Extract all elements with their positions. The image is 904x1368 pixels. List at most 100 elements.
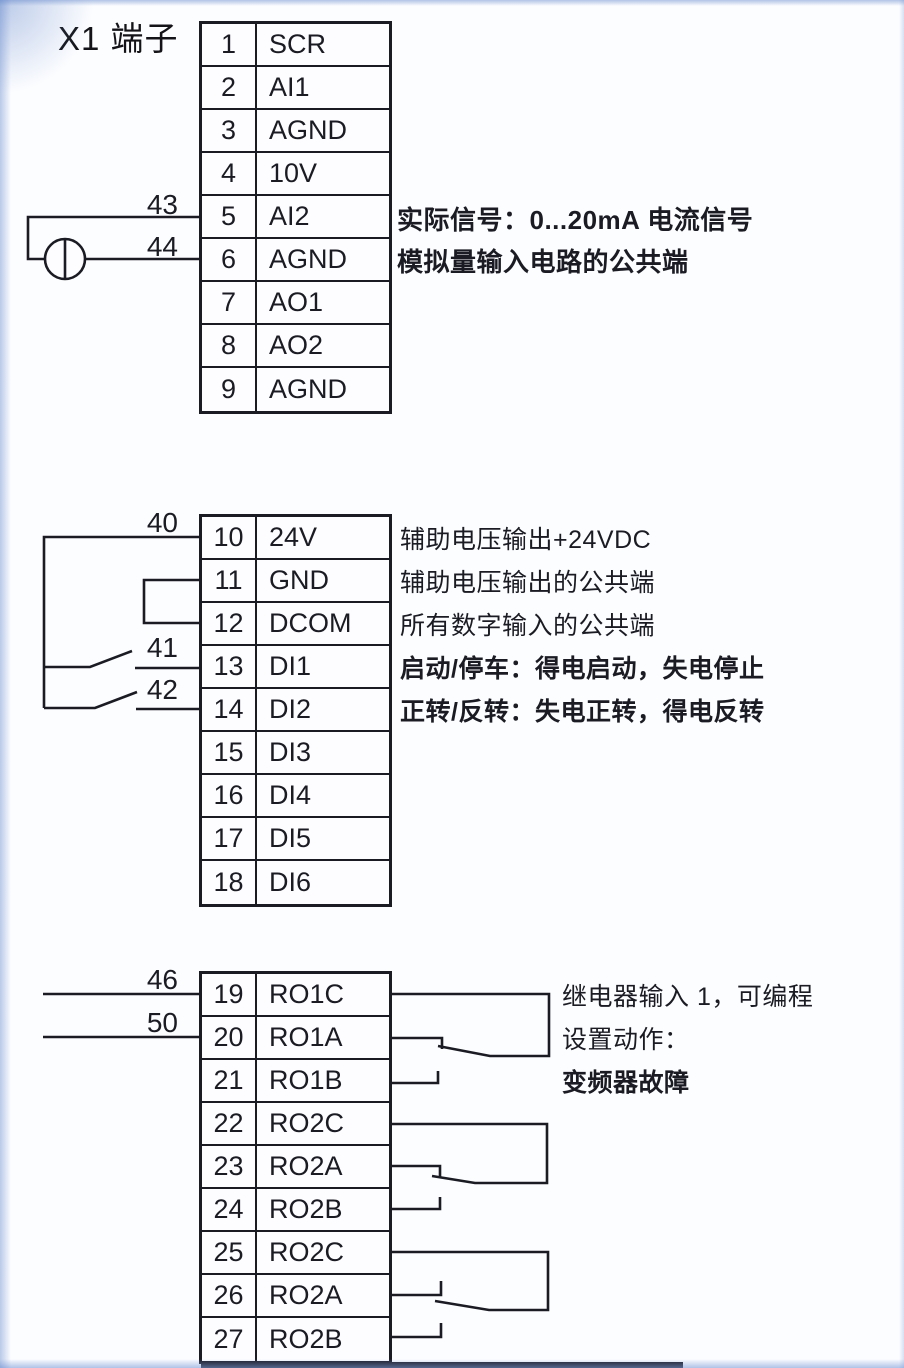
terminal-label: GND [269,565,329,595]
table-row: 20 RO1A [202,1017,389,1060]
terminal-label: 10V [269,158,318,188]
table-row: 9 AGND [202,368,389,411]
relay3-nc-terminal [392,1323,443,1339]
terminal-label: AI1 [269,72,310,102]
terminal-label: RO2A [269,1280,343,1310]
terminal-number: 26 [202,1275,257,1316]
terminal-label: RO2B [269,1194,343,1224]
terminal-number: 10 [202,517,257,558]
table-row: 11 GND [202,560,389,603]
terminal-label: AO2 [269,330,324,360]
terminal-number: 5 [202,196,257,237]
terminal-label: RO2C [269,1237,345,1267]
wire-label-40: 40 [146,507,178,538]
annotation-relay-programmable: 继电器输入 1，可编程 [562,982,814,1011]
table-row: 16 DI4 [202,775,389,818]
terminal-label: RO1C [269,979,345,1009]
terminal-label: DI4 [269,780,312,810]
annotation-dcom-common: 所有数字输入的公共端 [400,611,656,640]
terminal-number: 22 [202,1103,257,1144]
terminal-label: AI2 [269,201,310,231]
terminal-label: DCOM [269,608,352,638]
table-row: 14 DI2 [202,689,389,732]
page-title: X1 端子 [58,20,179,57]
terminal-label: RO2B [269,1324,343,1354]
terminal-number: 1 [202,24,257,65]
table-row: 6 AGND [202,239,389,282]
table-row: 2 AI1 [202,67,389,110]
terminal-label: DI2 [269,694,312,724]
relay3-no-terminal [392,1281,443,1297]
cutoff-table-edge [201,1362,683,1368]
terminal-label: RO1B [269,1065,343,1095]
table-row: 7 AO1 [202,282,389,325]
terminal-label: RO2C [269,1108,345,1138]
wire-label-41: 41 [146,632,178,663]
annotation-24v-output: 辅助电压输出+24VDC [400,525,652,554]
terminal-number: 23 [202,1146,257,1187]
terminal-number: 18 [202,861,257,904]
terminal-number: 2 [202,67,257,108]
relay3-common-contact [392,1250,550,1312]
terminal-number: 9 [202,368,257,411]
relay2-common-contact [392,1122,549,1185]
wire-label-50: 50 [146,1007,178,1038]
terminal-number: 14 [202,689,257,730]
terminal-number: 6 [202,239,257,280]
terminal-label: SCR [269,29,327,59]
terminal-number: 8 [202,325,257,366]
terminal-number: 12 [202,603,257,644]
table-row: 12 DCOM [202,603,389,646]
table-row: 22 RO2C [202,1103,389,1146]
wire-label-46: 46 [146,964,178,995]
terminal-number: 11 [202,560,257,601]
terminal-label: RO1A [269,1022,343,1052]
terminal-label: AO1 [269,287,324,317]
terminal-number: 21 [202,1060,257,1101]
annotation-start-stop: 启动/停车：得电启动，失电停止 [400,654,765,683]
annotation-drive-fault: 变频器故障 [562,1068,690,1097]
wire-label-42: 42 [146,674,178,705]
table-row: 10 24V [202,517,389,560]
table-row: 8 AO2 [202,325,389,368]
relay1-nc-terminal [392,1071,440,1085]
annotation-relay-action: 设置动作： [562,1025,690,1054]
terminal-label: 24V [269,522,318,552]
annotation-gnd-common: 辅助电压输出的公共端 [400,568,656,597]
terminal-label: AGND [269,244,348,274]
relay2-nc-terminal [392,1197,442,1211]
terminal-number: 7 [202,282,257,323]
table-row: 21 RO1B [202,1060,389,1103]
terminal-label: AGND [269,374,348,404]
table-row: 23 RO2A [202,1146,389,1189]
terminal-number: 17 [202,818,257,859]
terminal-number: 15 [202,732,257,773]
annotation-analog-signal: 实际信号：0...20mA 电流信号 [397,205,754,235]
wire-label-43: 43 [146,189,178,220]
table-row: 1 SCR [202,24,389,67]
terminal-number: 24 [202,1189,257,1230]
wire-label-44: 44 [146,231,178,262]
terminal-number: 13 [202,646,257,687]
terminal-label: DI6 [269,867,312,897]
terminal-label: DI5 [269,823,312,853]
jumper-gnd-dcom [142,578,201,625]
table-row: 17 DI5 [202,818,389,861]
table-row: 5 AI2 [202,196,389,239]
terminal-label: RO2A [269,1151,343,1181]
annotation-fwd-rev: 正转/反转：失电正转，得电反转 [400,697,765,726]
relay1-common-contact [392,992,551,1058]
terminal-number: 16 [202,775,257,816]
table-row: 26 RO2A [202,1275,389,1318]
terminal-number: 20 [202,1017,257,1058]
